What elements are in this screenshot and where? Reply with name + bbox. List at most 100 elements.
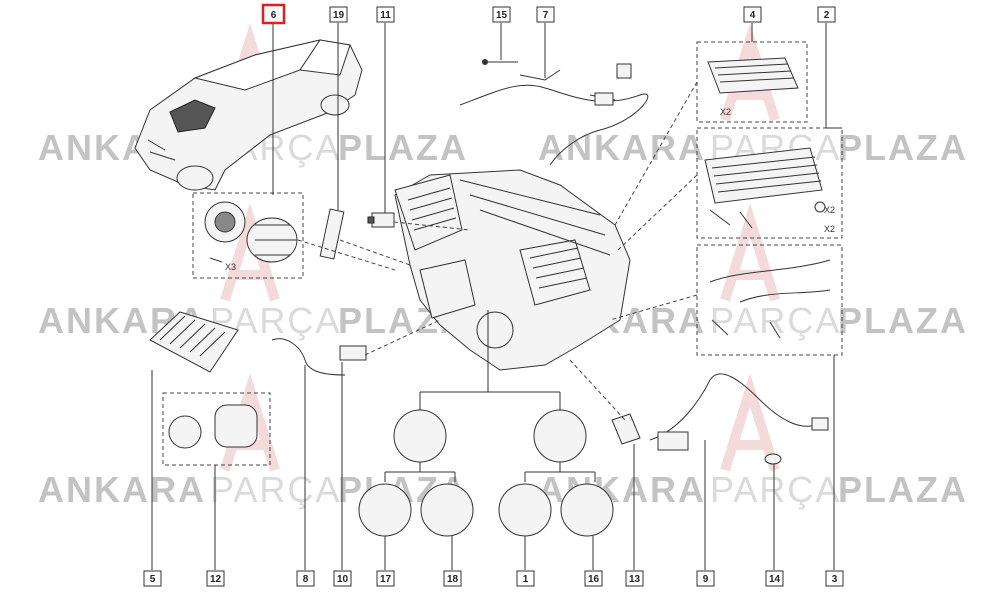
callout-box-16[interactable] <box>584 570 603 587</box>
callout-label-19: 19 <box>333 10 345 21</box>
callout-leaders <box>151 23 842 570</box>
blower-fan-blades <box>255 224 297 256</box>
callout-box-11[interactable] <box>376 6 395 23</box>
logo-mark-a <box>220 203 280 302</box>
callout-label-13: 13 <box>629 574 641 585</box>
logo-mark-a <box>720 203 780 302</box>
heater-core-body <box>704 147 823 204</box>
callout-box-3[interactable] <box>825 570 844 587</box>
callout-label-11: 11 <box>380 10 391 21</box>
callout-box-4[interactable] <box>743 6 762 23</box>
motor-12-cover <box>214 404 258 448</box>
sensor-13-body <box>611 413 641 445</box>
logo-mark-a <box>720 23 780 122</box>
watermark-word-plaza: PLAZA <box>838 127 968 168</box>
watermark-word-plaza: PLAZA <box>838 469 968 510</box>
actuator-tree <box>358 310 614 537</box>
sensor-body <box>371 212 395 228</box>
callout-box-5[interactable] <box>143 570 162 587</box>
callout-label-16: 16 <box>588 574 600 585</box>
guide-lines <box>297 81 698 421</box>
callout-box-13[interactable] <box>625 570 644 587</box>
callout-box-12[interactable] <box>206 570 225 587</box>
motor-12-body <box>168 415 202 449</box>
guide-2 <box>617 174 698 251</box>
part-3-group-box <box>696 244 843 356</box>
callout-label-2: 2 <box>824 10 830 21</box>
watermark-word-parca: PARÇA <box>210 469 341 510</box>
actuator-detail-left <box>393 409 447 463</box>
harness-9-connector <box>657 431 689 451</box>
callout-box-10[interactable] <box>333 570 352 587</box>
part-12-motor-assembly <box>168 404 258 449</box>
callout-label-12: 12 <box>210 574 222 585</box>
callout-box-1[interactable] <box>516 570 535 587</box>
callout-box-17[interactable] <box>376 570 395 587</box>
part-3-hoses <box>709 259 831 339</box>
hvac-lower-outlet <box>419 259 476 319</box>
callout-label-8: 8 <box>303 574 309 585</box>
callout-label-9: 9 <box>703 574 709 585</box>
leader-2 <box>825 23 842 129</box>
callout-label-15: 15 <box>496 10 508 21</box>
callout-box-8[interactable] <box>296 570 315 587</box>
hvac-right-vent-slats <box>529 247 588 289</box>
car-grille-lines <box>147 139 176 161</box>
callout-box-7[interactable] <box>536 6 555 23</box>
heater-element-fins <box>714 63 795 83</box>
callout-box-9[interactable] <box>696 570 715 587</box>
callout-label-4: 4 <box>750 10 756 21</box>
part-2-group-box <box>696 127 843 239</box>
guide-13 <box>569 359 626 421</box>
clips <box>709 209 753 229</box>
part-5-cabin-filter <box>149 311 239 373</box>
harness-connector <box>616 63 632 79</box>
callout-box-15[interactable] <box>492 6 511 23</box>
harness-connector <box>594 92 614 106</box>
callout-box-18[interactable] <box>443 570 462 587</box>
watermark-word-plaza: PLAZA <box>838 300 968 341</box>
callout-label-17: 17 <box>380 574 392 585</box>
callout-label-6: 6 <box>271 10 277 21</box>
quantity-label-motor: X3 <box>225 262 236 272</box>
callout-box-2[interactable] <box>817 6 836 23</box>
quantity-label-4: X2 <box>720 107 731 117</box>
callout-label-1: 1 <box>523 574 529 585</box>
part-10-clip <box>339 345 367 361</box>
part-15-tip <box>482 59 488 65</box>
hose-clips <box>711 319 781 339</box>
part-13-sensor <box>611 413 641 445</box>
harness-main-cable <box>459 84 649 166</box>
blower-motor-hub <box>214 211 236 233</box>
callout-label-3: 3 <box>832 574 838 585</box>
part-12-group-box <box>162 392 271 466</box>
car-engine-bay-highlight <box>169 99 216 133</box>
callout-label-5: 5 <box>150 574 156 585</box>
actuator-16 <box>560 483 614 537</box>
callout-box-6-highlight[interactable] <box>261 3 286 25</box>
callout-box-19[interactable] <box>329 6 348 23</box>
actuator-1 <box>498 483 552 537</box>
callouts-bottom: 5 12 8 10 17 18 1 16 13 9 14 3 <box>143 570 844 587</box>
part-8-cable <box>271 338 346 376</box>
wiring-harness-top <box>459 59 649 166</box>
callout-box-14[interactable] <box>765 570 784 587</box>
hvac-main-unit <box>394 169 631 371</box>
actuator-detail-right <box>533 409 587 463</box>
part-11-sensor <box>367 212 395 228</box>
hvac-left-vent <box>394 174 463 251</box>
heater-core-fins <box>711 156 822 193</box>
hose-upper <box>709 259 831 283</box>
hvac-detail-lines <box>459 179 611 256</box>
blower-motor <box>204 201 298 263</box>
callout-label-18: 18 <box>447 574 459 585</box>
hvac-left-vent-slats <box>407 187 457 231</box>
watermark-word-plaza: PLAZA <box>338 127 468 168</box>
part-4-heater-element <box>707 57 799 94</box>
guide-3 <box>609 294 698 321</box>
quantity-label-2a: X2 <box>824 205 835 215</box>
part-9-harness <box>649 373 829 451</box>
car-front-wheel <box>176 165 214 191</box>
watermark-word-ankara: ANKARA <box>538 127 706 168</box>
